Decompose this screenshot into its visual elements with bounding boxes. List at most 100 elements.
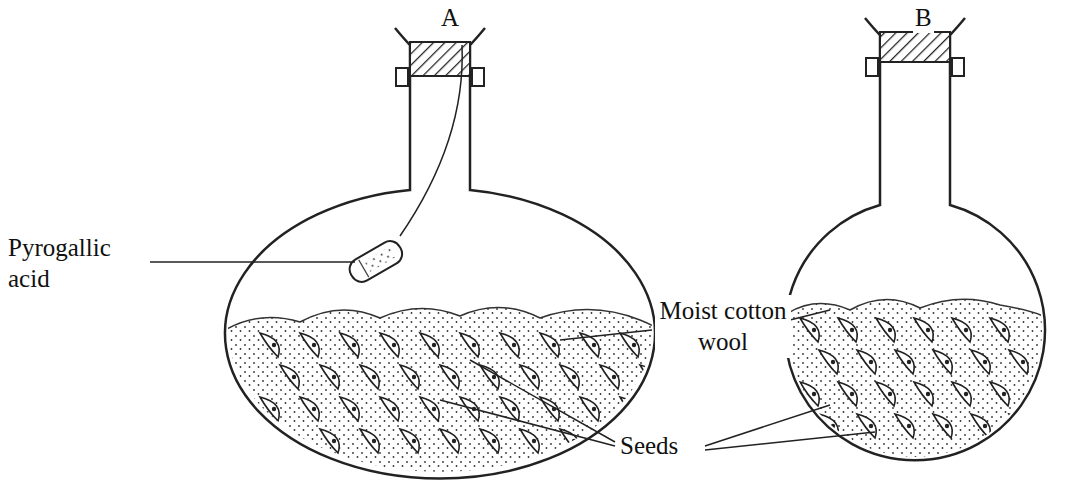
seed-embryo xyxy=(412,439,416,443)
seed-embryo xyxy=(352,407,356,411)
seed-embryo xyxy=(592,407,596,411)
seed-embryo xyxy=(1021,360,1025,364)
seed-embryo xyxy=(983,360,987,364)
seed-embryo xyxy=(352,343,356,347)
seed-embryo xyxy=(907,424,911,428)
seed xyxy=(800,382,819,406)
seed xyxy=(857,350,876,374)
seed-embryo xyxy=(945,424,949,428)
cotton-wool-a xyxy=(220,307,670,480)
seed xyxy=(838,318,857,342)
seed xyxy=(600,429,619,453)
seed-embryo xyxy=(831,360,835,364)
seed xyxy=(260,397,279,421)
seed xyxy=(440,365,459,389)
seed-embryo xyxy=(292,375,296,379)
seed-embryo xyxy=(964,392,968,396)
seed-embryo xyxy=(907,360,911,364)
part-label: Pyrogallic acid xyxy=(6,232,150,295)
seed-embryo xyxy=(1002,328,1006,332)
seed-embryo xyxy=(312,343,316,347)
seed xyxy=(540,333,559,357)
seed-embryo xyxy=(492,375,496,379)
seed-embryo xyxy=(850,392,854,396)
stopper-a xyxy=(410,42,470,76)
seed-embryo xyxy=(572,439,576,443)
thread xyxy=(400,45,462,236)
seed xyxy=(500,397,519,421)
seed-embryo xyxy=(652,375,656,379)
seed xyxy=(990,382,1009,406)
seed-embryo xyxy=(472,343,476,347)
seed xyxy=(520,429,539,453)
seed-embryo xyxy=(812,328,816,332)
seed-embryo xyxy=(812,392,816,396)
cotton-wool-b xyxy=(780,299,1050,470)
part-label: Moist cotton wool xyxy=(655,295,791,358)
seed xyxy=(620,397,639,421)
seed xyxy=(400,429,419,453)
seed-embryo xyxy=(888,392,892,396)
seed xyxy=(1009,414,1028,438)
seed-embryo xyxy=(332,439,336,443)
seed xyxy=(480,365,499,389)
seed xyxy=(952,382,971,406)
seed xyxy=(280,365,299,389)
seed-embryo xyxy=(869,360,873,364)
seed-embryo xyxy=(1021,424,1025,428)
seed xyxy=(952,318,971,342)
seed-embryo xyxy=(392,407,396,411)
seed xyxy=(857,414,876,438)
seed xyxy=(380,333,399,357)
seed xyxy=(300,333,319,357)
seed-embryo xyxy=(372,375,376,379)
clip xyxy=(952,58,964,76)
seed xyxy=(580,397,599,421)
seed xyxy=(360,429,379,453)
leader-lines xyxy=(148,262,875,450)
seed-embryo xyxy=(332,375,336,379)
seed xyxy=(340,397,359,421)
seed xyxy=(300,397,319,421)
seed-embryo xyxy=(869,424,873,428)
seed xyxy=(420,333,439,357)
seed-embryo xyxy=(272,407,276,411)
seed xyxy=(260,333,279,357)
seed-embryo xyxy=(532,439,536,443)
seed-embryo xyxy=(831,424,835,428)
seed xyxy=(620,333,639,357)
seed-embryo xyxy=(392,343,396,347)
flask-label: A xyxy=(439,2,461,33)
seed-embryo xyxy=(372,439,376,443)
seed-embryo xyxy=(632,407,636,411)
seed xyxy=(460,333,479,357)
seed-embryo xyxy=(964,328,968,332)
seed xyxy=(933,350,952,374)
seed xyxy=(914,382,933,406)
seed-embryo xyxy=(512,343,516,347)
seed-embryo xyxy=(945,360,949,364)
seed xyxy=(895,350,914,374)
seed-embryo xyxy=(512,407,516,411)
seed xyxy=(340,333,359,357)
seed xyxy=(800,318,819,342)
part-label: Seeds xyxy=(618,430,680,461)
clip xyxy=(866,58,878,76)
seed-embryo xyxy=(552,343,556,347)
seed-embryo xyxy=(1002,392,1006,396)
seed-embryo xyxy=(432,407,436,411)
seed xyxy=(420,397,439,421)
seed-embryo xyxy=(532,375,536,379)
seed xyxy=(914,318,933,342)
seed xyxy=(933,414,952,438)
seed xyxy=(320,365,339,389)
seed xyxy=(640,365,659,389)
seed-embryo xyxy=(592,343,596,347)
seed xyxy=(819,350,838,374)
seed-embryo xyxy=(926,392,930,396)
seed xyxy=(400,365,419,389)
seed-embryo xyxy=(612,375,616,379)
seed xyxy=(971,350,990,374)
seed-embryo xyxy=(272,343,276,347)
